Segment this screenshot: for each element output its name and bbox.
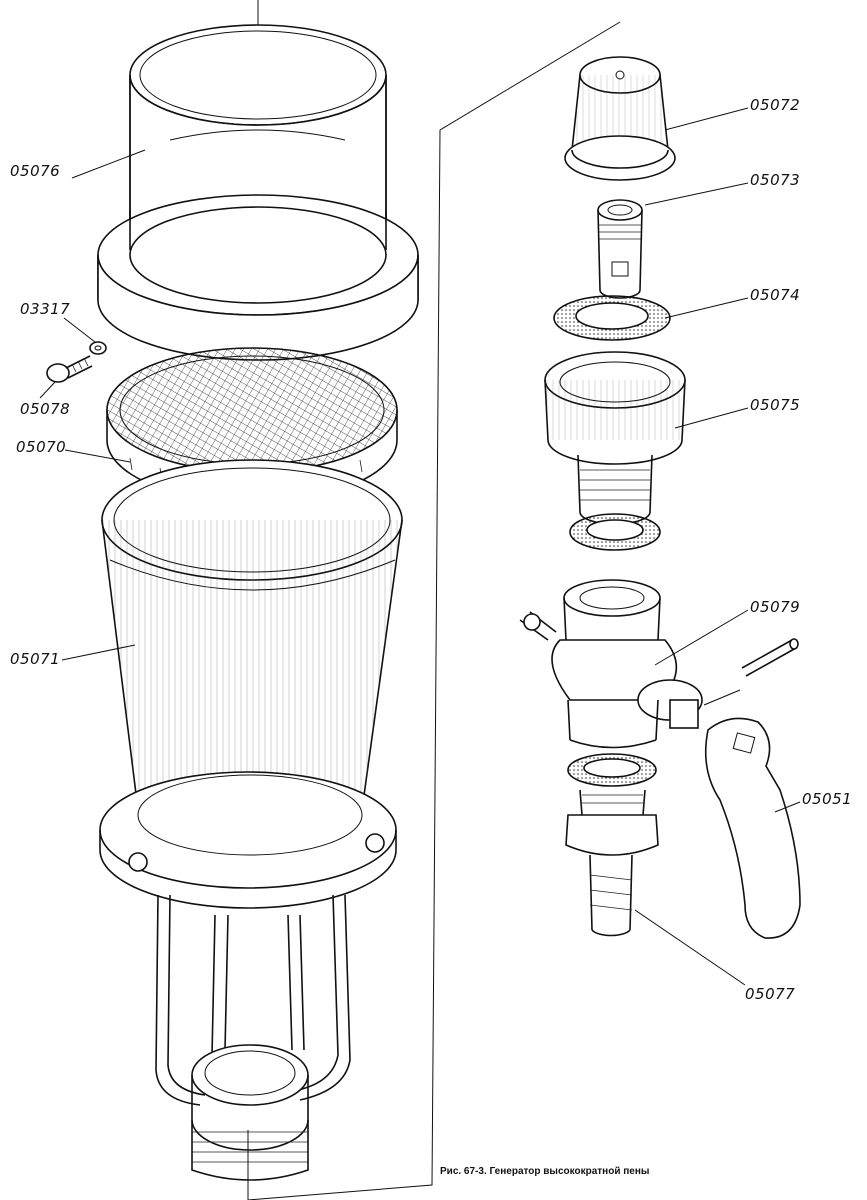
label-05078: 05078	[20, 400, 71, 418]
label-05074: 05074	[750, 286, 801, 304]
part-05078-screw	[46, 355, 93, 383]
label-05071: 05071	[10, 650, 61, 668]
label-05079: 05079	[750, 598, 801, 616]
support-frame	[155, 894, 351, 1181]
part-05075-union-nut	[544, 351, 686, 551]
label-03317: 03317	[20, 300, 71, 318]
assembly-bracket-line	[247, 21, 621, 1200]
label-05070: 05070	[16, 438, 67, 456]
figure-caption: Рис. 67-3. Генератор высокократной пены	[440, 1166, 650, 1177]
label-05075: 05075	[750, 396, 801, 414]
part-05076-cylinder	[97, 24, 419, 361]
label-05051: 05051	[802, 790, 853, 808]
leader-lines	[39, 107, 801, 986]
part-03317-washer	[89, 341, 107, 355]
part-05070-mesh-ring	[106, 347, 398, 503]
part-pin	[741, 638, 799, 677]
label-05073: 05073	[750, 171, 801, 189]
part-05074-gasket	[553, 295, 671, 341]
label-05077: 05077	[745, 985, 796, 1003]
label-05076: 05076	[10, 162, 61, 180]
label-05072: 05072	[750, 96, 801, 114]
part-05071-cone-body	[99, 459, 403, 909]
part-05051-handle	[704, 717, 801, 939]
part-05079-valve-body	[519, 579, 703, 937]
part-05073-nozzle	[597, 199, 643, 299]
part-05072-cap	[564, 56, 676, 181]
